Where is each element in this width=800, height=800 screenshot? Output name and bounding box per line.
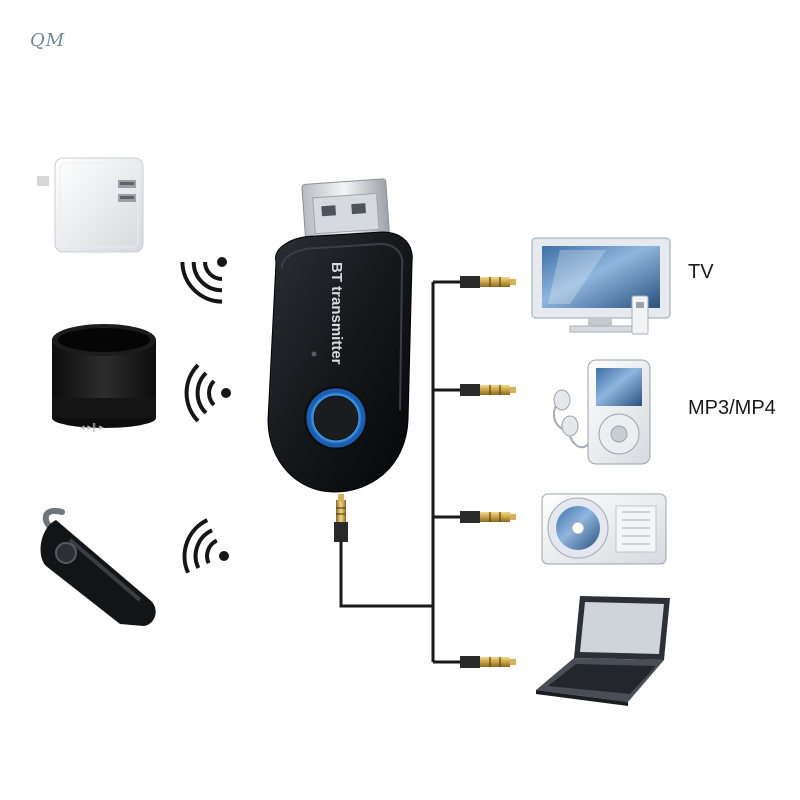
mp3-player-icon [554,360,650,464]
led-indicator [312,352,317,357]
power-button[interactable] [304,386,368,450]
dongle-brand-text: BT transmitter [328,262,345,365]
wall-charger-icon [37,158,143,252]
cd-player-icon [542,494,666,564]
tv-icon [532,238,670,334]
bluetooth-headset-icon [41,511,156,626]
bt-transmitter-dongle: BT transmitter [268,179,412,492]
mp3-label: MP3/MP4 [688,397,776,419]
audio-jack-plug [460,511,516,523]
watermark-text: QM [30,30,65,51]
audio-jack-plug [460,276,516,288]
signal-wave-icon [174,257,227,310]
laptop-icon [536,596,670,706]
tv-label: TV [688,261,714,283]
audio-jack-plug [460,656,516,668]
signal-wave-icon [187,365,231,421]
audio-jack-plug [460,384,516,396]
audio-jack-plug [334,494,348,542]
speaker-buttons: ◂ ▸‖ ▸ [80,423,104,433]
signal-wave-icon [177,516,229,573]
speaker-icon: ◂ ▸‖ ▸ [52,324,156,433]
